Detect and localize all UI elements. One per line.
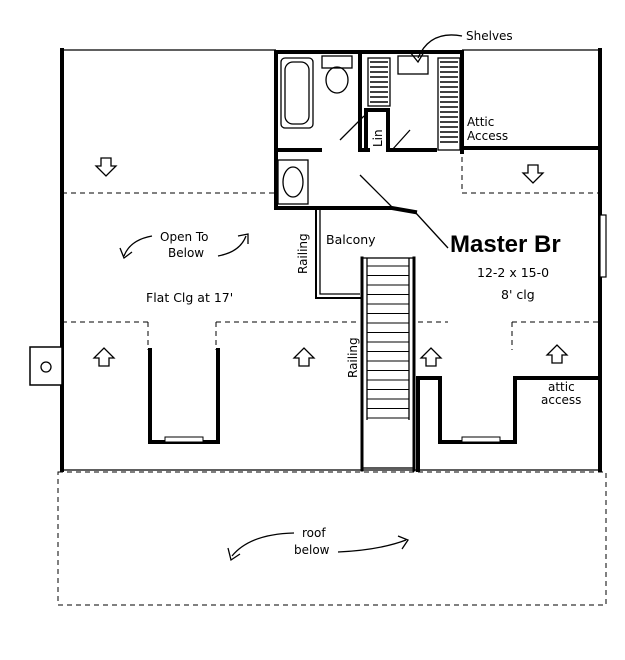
bathtub-basin <box>284 61 310 125</box>
slope-arrow-up-1-icon <box>92 347 116 367</box>
slope-arrow-down-1-icon <box>94 157 118 177</box>
open-to-below-label-2: Below <box>168 246 204 260</box>
attic-access-small-label-2: access <box>541 393 581 407</box>
slope-arrow-down-2-icon <box>521 164 545 184</box>
chimney <box>29 346 63 386</box>
open-arrow-left <box>123 235 153 257</box>
balcony-railing <box>315 209 361 299</box>
shelves-arrow-icon <box>409 51 425 64</box>
staircase <box>360 256 416 472</box>
toilet-tank <box>321 55 353 69</box>
open-arrow-right <box>217 235 247 257</box>
roof-arrow-right <box>337 539 407 553</box>
roof-arrow-left-head-icon <box>227 547 241 562</box>
sink <box>282 166 304 198</box>
toilet-bowl <box>325 66 349 94</box>
dormer-right <box>416 376 600 472</box>
vanity <box>277 159 309 205</box>
roof-arrow-right-head-icon <box>397 535 409 550</box>
slope-arrow-up-4-icon <box>545 344 569 364</box>
roof-below-label-2: below <box>294 543 330 557</box>
flat-ceiling-label: Flat Clg at 17' <box>146 290 233 305</box>
railing-left-label: Railing <box>296 233 310 274</box>
attic-access-label-1: Attic <box>467 115 494 129</box>
bathtub <box>280 57 314 129</box>
attic-access-small-label-1: attic <box>548 380 575 394</box>
roof-arrow-left <box>231 532 295 557</box>
closet-shelves <box>367 55 461 151</box>
linen-label: Lin <box>371 129 385 147</box>
shelves-label: Shelves <box>466 29 513 43</box>
exterior-walls <box>29 48 607 472</box>
attic-access-label-2: Access <box>467 129 508 143</box>
master-bedroom-ceiling: 8' clg <box>501 287 535 302</box>
shelves-pointer <box>417 34 463 59</box>
bath-door <box>339 115 365 141</box>
bath-closet-walls <box>274 50 602 249</box>
railing-stair-label: Railing <box>346 337 360 378</box>
master-entry-door <box>414 211 449 249</box>
roof-below-label-1: roof <box>302 526 326 540</box>
master-bedroom-size: 12-2 x 15-0 <box>477 265 549 280</box>
roof-outline <box>57 148 607 606</box>
master-bedroom-title: Master Br <box>450 231 561 258</box>
closet-door <box>391 129 411 151</box>
open-arrow-right-head-icon <box>237 233 249 244</box>
slope-arrow-up-3-icon <box>419 347 443 367</box>
balcony-label: Balcony <box>326 232 376 247</box>
slope-arrow-up-2-icon <box>292 347 316 367</box>
open-to-below-label-1: Open To <box>160 230 209 244</box>
master-door <box>359 174 393 208</box>
chimney-flue-icon <box>40 361 52 373</box>
dormer-left <box>148 348 220 444</box>
side-window <box>599 214 607 278</box>
open-arrow-left-head-icon <box>119 247 133 260</box>
